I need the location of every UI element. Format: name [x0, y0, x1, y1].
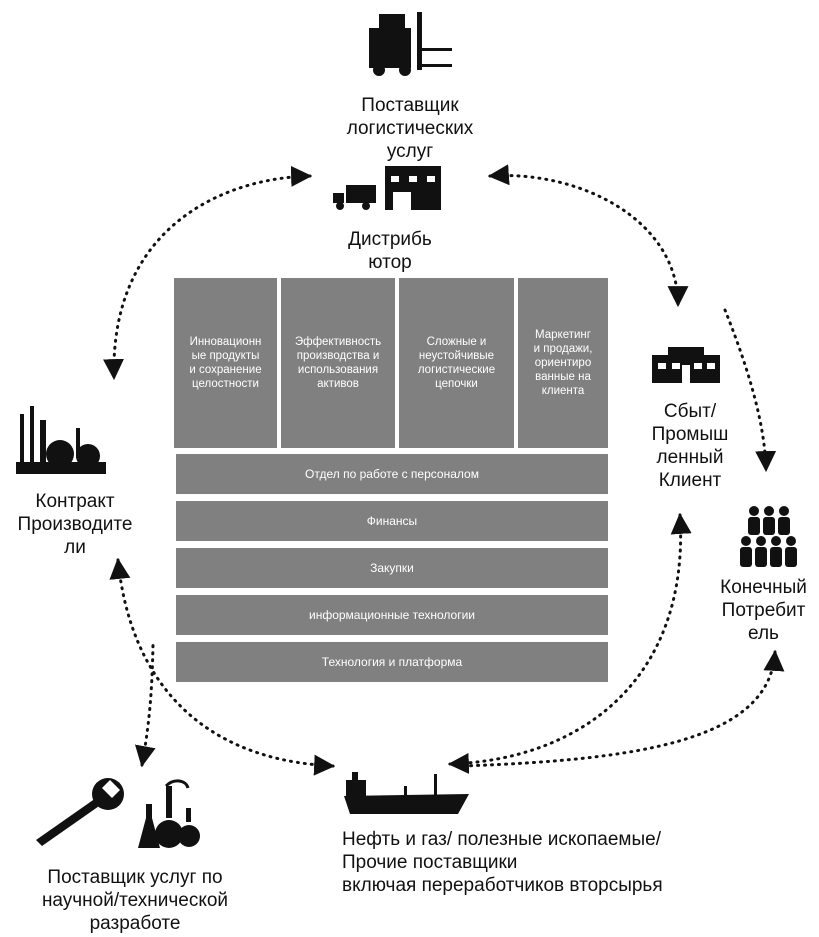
row-it: информационные технологии — [176, 595, 608, 635]
column-efficiency: Эффективность производства и использован… — [281, 278, 395, 448]
arrow-rnd-to-contract — [134, 643, 156, 768]
column-logistics: Сложные и неустойчивые логистические цеп… — [399, 278, 514, 448]
warehouse-icon — [385, 166, 441, 210]
industrial-client-label: Сбыт/ Промыш ленный Клиент — [651, 401, 729, 491]
store-icon — [652, 347, 720, 383]
distributor-label: Дистрибь ютор — [348, 229, 432, 273]
row-technology-platform: Технология и платформа — [176, 642, 608, 682]
row-finance: Финансы — [176, 501, 608, 541]
truck-icon — [333, 185, 376, 210]
arrow-client-to-oil — [447, 512, 692, 774]
contract-manufacturers-label: Контракт Производите ли — [17, 491, 133, 558]
column-innovation: Инновационн ые продукты и сохранение цел… — [174, 278, 277, 448]
logistics-provider-label: Поставщик логистических услуг — [346, 95, 474, 162]
end-consumer-label: Конечный Потребит ель — [720, 577, 807, 644]
row-procurement: Закупки — [176, 548, 608, 588]
factory-icon — [16, 406, 106, 474]
forklift-icon — [369, 12, 452, 76]
ship-icon — [344, 772, 469, 814]
flasks-icon — [138, 779, 200, 848]
arrow-contract-to-oil — [109, 557, 336, 776]
arrow-distributor-to-client — [487, 164, 689, 308]
column-marketing: Маркетинг и продажи, ориентиро ванные на… — [518, 278, 608, 448]
arrow-client-to-consumer — [723, 308, 777, 473]
wrench-icon — [36, 778, 124, 846]
oil-gas-suppliers-label: Нефть и газ/ полезные ископаемые/ Прочие… — [342, 829, 663, 896]
rnd-provider-label: Поставщик услуг по научной/технической р… — [41, 867, 229, 934]
people-icon — [740, 506, 797, 567]
arrow-distributor-to-contract — [103, 165, 313, 381]
row-hr: Отдел по работе с персоналом — [176, 454, 608, 494]
